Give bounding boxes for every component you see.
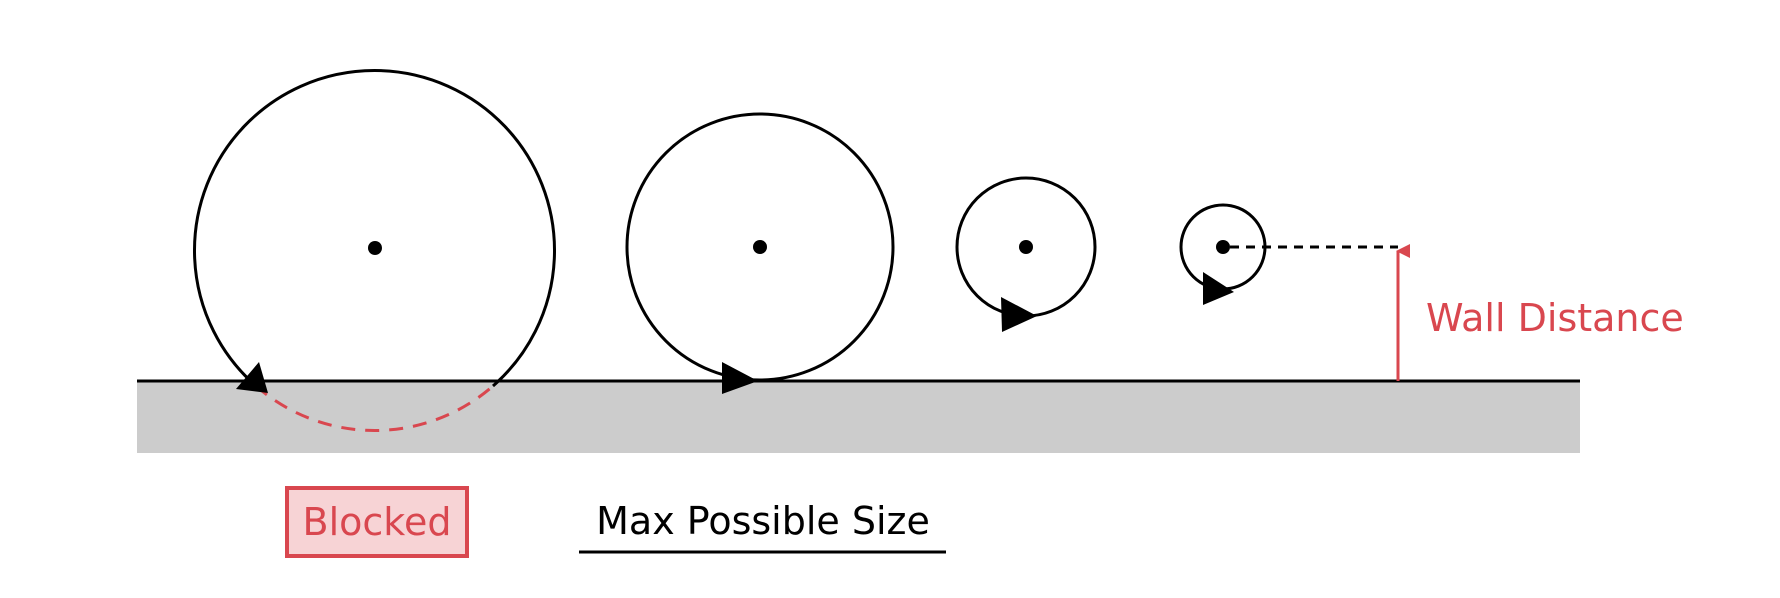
blocked-label: Blocked xyxy=(303,500,452,544)
circle-small-center xyxy=(1019,240,1033,254)
ground-wall xyxy=(137,381,1580,453)
max-possible-size-label: Max Possible Size xyxy=(596,499,930,543)
circle-tiny-center xyxy=(1216,240,1230,254)
wall-distance-label: Wall Distance xyxy=(1426,296,1684,340)
circle-medium-arrow-icon xyxy=(722,362,758,394)
circle-large xyxy=(193,69,556,433)
circle-tiny-arrow-icon xyxy=(1203,272,1234,305)
circle-medium-center xyxy=(753,240,767,254)
circle-large-outline xyxy=(193,69,556,388)
circle-medium-outline xyxy=(625,112,895,382)
circle-small-arrow-icon xyxy=(1001,297,1037,332)
blocked-label-box xyxy=(285,486,469,558)
circle-large-blocked-arc xyxy=(255,384,494,433)
circle-medium xyxy=(625,112,895,394)
circle-large-center xyxy=(368,241,382,255)
circle-small xyxy=(955,176,1097,332)
circle-large-arrow-icon xyxy=(236,362,268,393)
circle-tiny xyxy=(1179,203,1267,305)
